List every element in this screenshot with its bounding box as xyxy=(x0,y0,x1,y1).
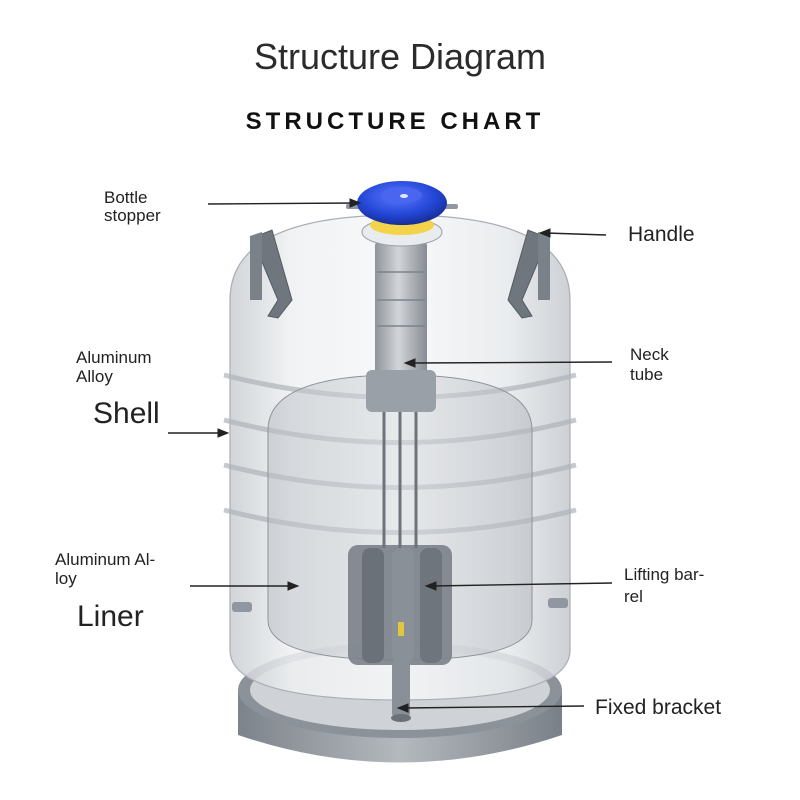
leader-lines xyxy=(168,198,613,713)
label-lifting-barrel-line1: Lifting bar- xyxy=(624,565,705,584)
label-handle: Handle xyxy=(628,223,695,246)
leader-fixed-bracket xyxy=(396,703,585,713)
label-lifting-barrel-line2: rel xyxy=(624,587,643,606)
handle-left xyxy=(250,229,293,319)
handle-right xyxy=(507,229,550,319)
bottle-stopper xyxy=(346,181,458,247)
label-bottle-stopper-line1: Bottle xyxy=(104,188,148,207)
label-shell-material-line1: Aluminum xyxy=(76,348,152,367)
label-liner-material-line2: loy xyxy=(55,569,77,588)
page-subtitle: STRUCTURE CHART xyxy=(245,108,545,135)
label-liner: Liner xyxy=(77,600,144,633)
leader-bottle-stopper xyxy=(207,198,362,208)
leader-shell xyxy=(168,428,230,438)
leader-lifting-barrel xyxy=(424,581,613,591)
label-shell: Shell xyxy=(93,397,160,430)
label-liner-material-line1: Aluminum Al- xyxy=(55,550,156,569)
lifting-barrel xyxy=(348,400,452,665)
neck-tube xyxy=(366,240,436,412)
leader-handle xyxy=(538,228,607,238)
label-neck-tube-line2: tube xyxy=(630,365,664,384)
leader-neck-tube xyxy=(403,358,613,368)
page-title: Structure Diagram xyxy=(253,36,547,77)
fixed-bracket xyxy=(391,660,411,722)
label-neck-tube-line1: Neck xyxy=(630,345,669,364)
leader-liner xyxy=(190,581,300,591)
label-bottle-stopper-line2: stopper xyxy=(104,206,161,225)
label-shell-material-line2: Alloy xyxy=(76,367,113,386)
label-fixed-bracket: Fixed bracket xyxy=(595,696,722,719)
